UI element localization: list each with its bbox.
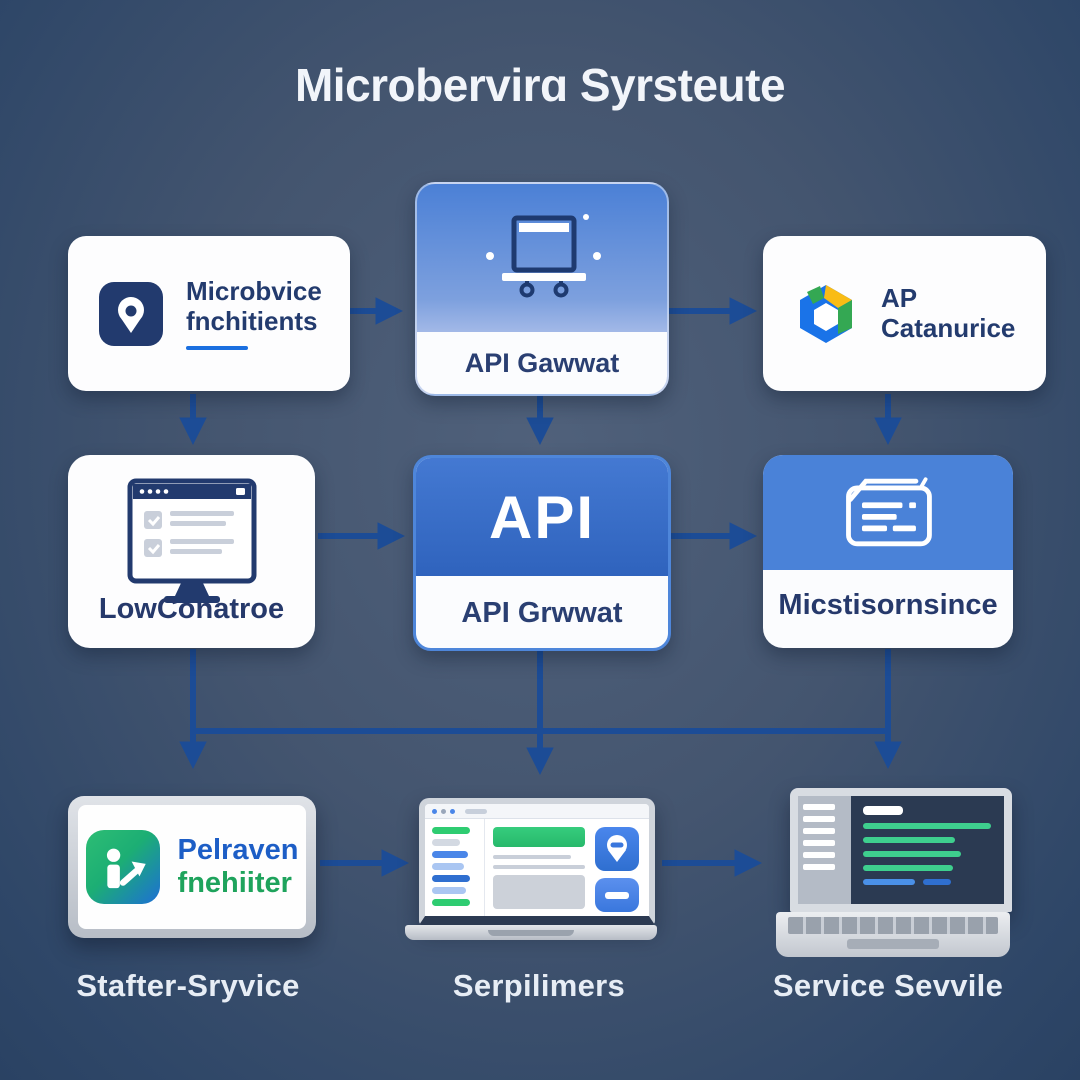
caption-bottom-left: Stafter-Sryvice <box>76 968 300 1003</box>
node-api-gateway-top: API Gawwat <box>415 182 669 396</box>
app-body <box>425 819 649 916</box>
decor-bar <box>863 879 915 885</box>
decor-dot <box>486 252 494 260</box>
decor-bar <box>803 852 835 858</box>
api-heading: API <box>488 483 596 551</box>
decor-bar <box>863 823 991 829</box>
decor-bar <box>803 864 835 870</box>
decor-bar <box>803 804 835 810</box>
decor-bar <box>863 851 961 857</box>
board-title: Pelraven fnehiiter <box>177 833 299 899</box>
text-line <box>493 865 586 869</box>
tile-bar <box>605 891 630 899</box>
api-heading-panel: API <box>416 458 668 576</box>
app-widgets <box>591 819 649 916</box>
node-title: Microbvice fnchitients <box>186 276 322 336</box>
page-title: Microbervirɑ Syrsteute <box>294 59 786 111</box>
location-pin-icon <box>99 281 163 346</box>
caption-bottom-middle: Serpilimers <box>452 968 626 1003</box>
node-pelraven-board: Pelraven fnehiiter <box>68 796 316 938</box>
node-label-strip: API Gawwat <box>417 332 667 394</box>
node-api-catalog: AP Catanurice <box>763 236 1046 391</box>
card-tile-icon <box>595 878 640 912</box>
card-icon-panel <box>763 455 1013 570</box>
decor-bar <box>432 863 464 870</box>
terminal-screen <box>790 788 1012 912</box>
node-label: API Grwwat <box>461 597 623 629</box>
decor-bar <box>803 840 835 846</box>
decor-bar <box>432 875 470 882</box>
accent-underline <box>186 345 248 350</box>
decor-bar <box>863 837 955 843</box>
board-screen: Pelraven fnehiiter <box>78 805 306 929</box>
decor-dot <box>441 808 446 814</box>
terminal-code-area <box>851 796 1004 904</box>
browser-monitor-icon <box>127 478 257 603</box>
node-title: AP Catanurice <box>881 283 1016 343</box>
node-microservices-card: Micstisornsince <box>763 455 1013 648</box>
decor-dot <box>593 252 601 260</box>
node-low-code-monitor: LowConatroe <box>68 455 315 648</box>
laptop-screen <box>419 798 655 925</box>
app-main <box>485 819 591 916</box>
text-line <box>493 855 572 859</box>
keyboard-keys <box>788 917 998 934</box>
app-sidebar <box>425 819 486 916</box>
node-label: LowConatroe <box>98 593 285 625</box>
cart-terminal-icon <box>502 215 586 298</box>
decor-dot <box>450 808 455 814</box>
decor-bar <box>432 827 470 834</box>
decor-bar <box>863 806 903 815</box>
laptop-keyboard <box>776 912 1010 957</box>
decor-bar <box>432 839 460 846</box>
browser-topbar <box>425 804 649 819</box>
laptop-services-app <box>405 798 657 940</box>
person-arrow-icon <box>85 830 160 904</box>
pin-glyph <box>607 835 628 862</box>
person-arrow-glyph <box>106 848 146 889</box>
content-placeholder <box>493 875 586 909</box>
code-line-row <box>863 879 996 893</box>
green-header-bar <box>493 827 586 847</box>
node-api-core: API API Grwwat <box>413 455 671 651</box>
laptop-base <box>405 925 657 940</box>
decor-bar <box>432 899 470 906</box>
decor-bar <box>432 887 466 894</box>
decor-bar <box>863 865 953 871</box>
decor-bar <box>923 879 951 885</box>
decor-bar <box>803 816 835 822</box>
decor-dot <box>583 214 589 220</box>
pin-tile-icon <box>595 827 640 871</box>
decor-bar <box>432 851 468 858</box>
trackpad <box>847 939 939 949</box>
terminal-sidebar <box>798 796 851 904</box>
caption-bottom-right: Service Sevvile <box>772 968 1004 1003</box>
laptop-terminal <box>776 788 1012 957</box>
decor-dot <box>432 808 437 814</box>
url-bar <box>465 808 487 814</box>
node-label-strip: API Grwwat <box>416 579 668 648</box>
card-document-icon <box>846 476 932 546</box>
node-label: Micstisornsince <box>778 589 998 621</box>
node-label: API Gawwat <box>464 347 620 378</box>
node-microservice-brand: Microbvice fnchitients <box>68 236 350 391</box>
hexagon-cube-icon <box>800 284 852 343</box>
decor-bar <box>803 828 835 834</box>
